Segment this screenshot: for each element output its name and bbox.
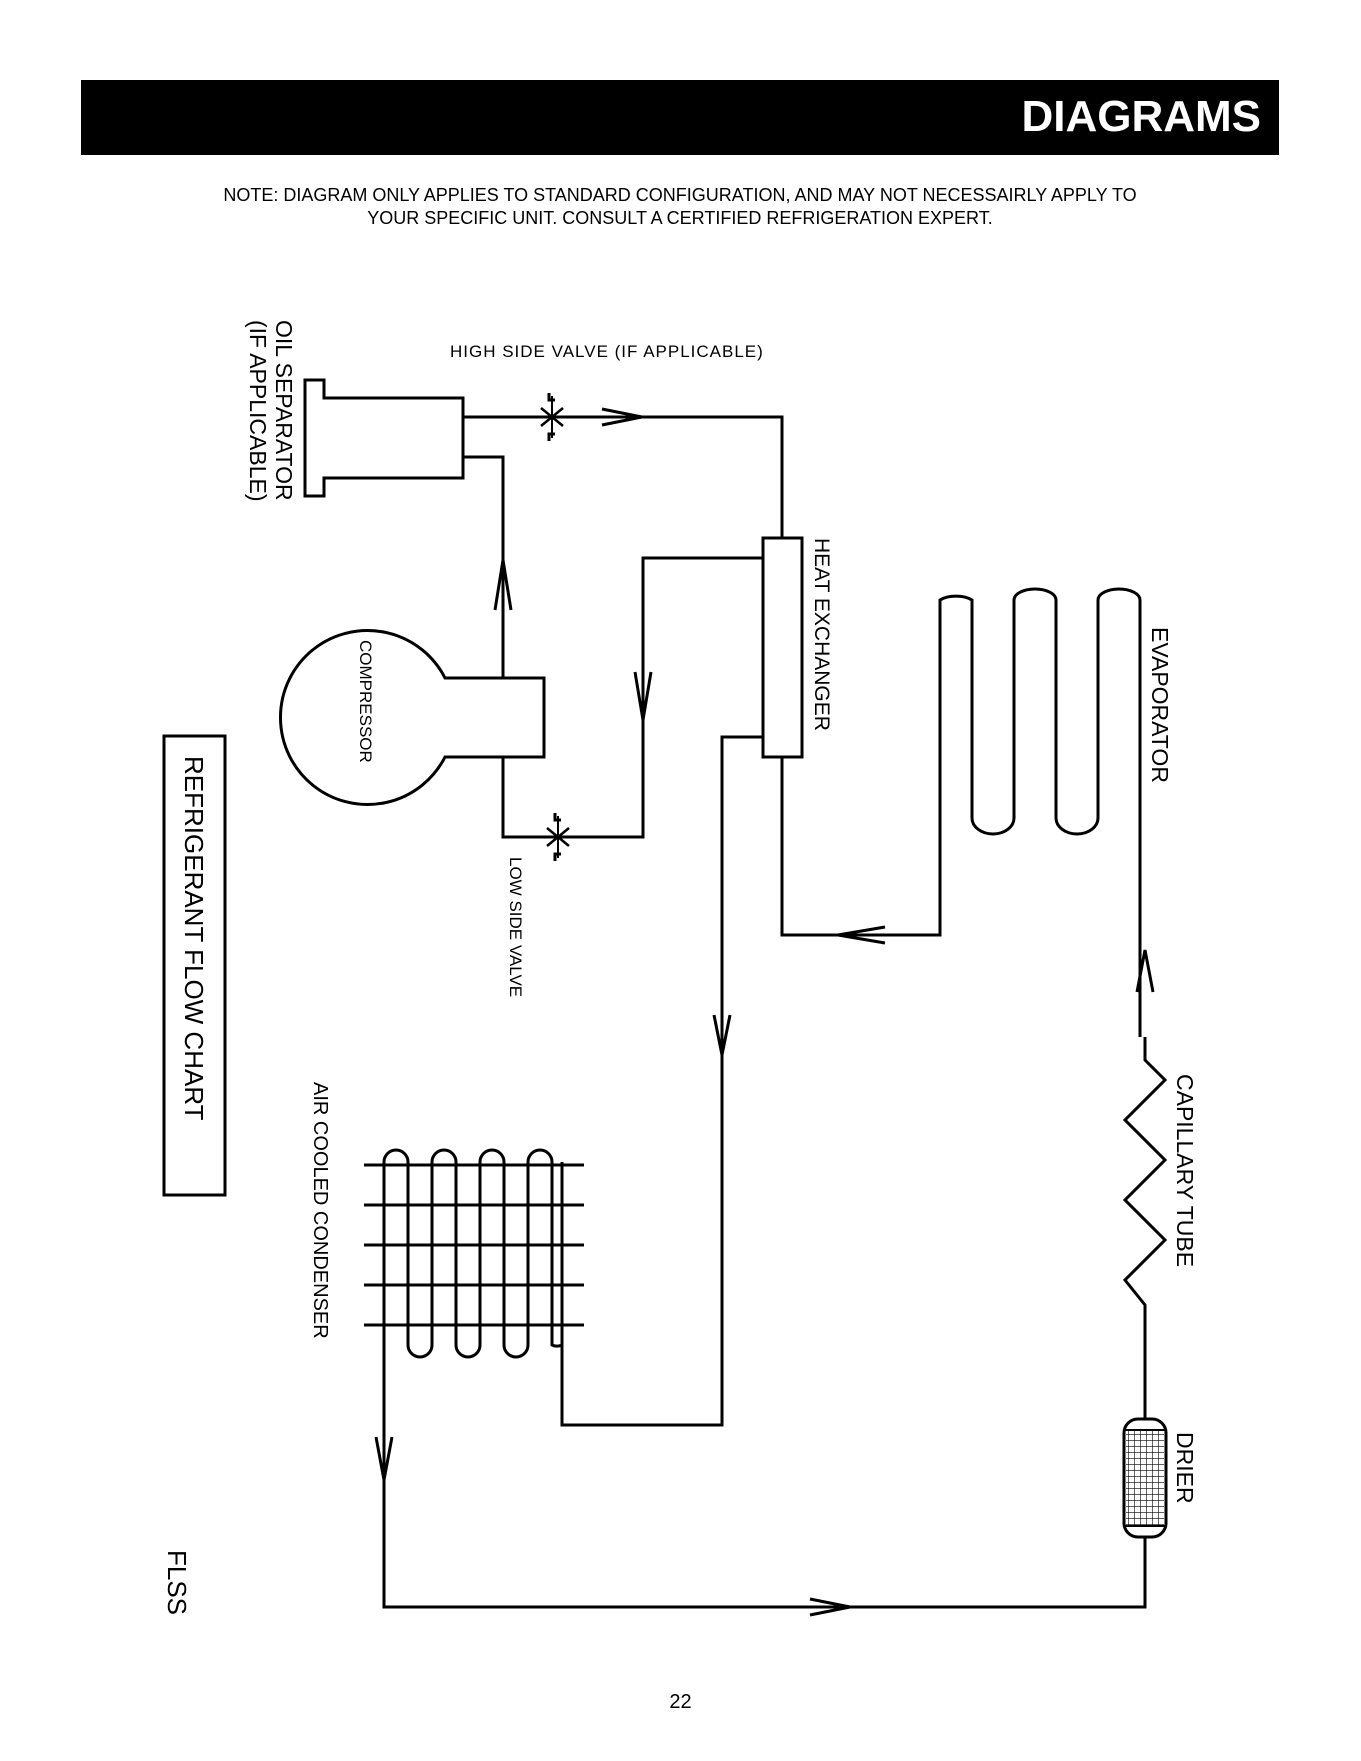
note-line-2: YOUR SPECIFIC UNIT. CONSULT A CERTIFIED … (367, 208, 993, 228)
arrow-capillary (1135, 949, 1155, 993)
model-code: FLSS (162, 1550, 192, 1615)
high-side-valve-label: HIGH SIDE VALVE (IF APPLICABLE) (450, 342, 764, 361)
arrow-discharge (493, 559, 513, 611)
heat-exchanger-label: HEAT EXCHANGER (810, 538, 833, 731)
suction-line (501, 556, 763, 839)
low-side-valve (546, 813, 570, 861)
disclaimer-note: NOTE: DIAGRAM ONLY APPLIES TO STANDARD C… (81, 184, 1279, 230)
low-side-valve-label: LOW SIDE VALVE (506, 857, 525, 997)
oil-separator-qualifier: (IF APPLICABLE) (245, 320, 271, 502)
page-title: DIAGRAMS (1021, 92, 1261, 141)
evaporator-label: EVAPORATOR (1147, 627, 1173, 783)
liquid-line (382, 1407, 1147, 1609)
arrow-high-side (601, 407, 643, 427)
note-line-1: NOTE: DIAGRAM ONLY APPLIES TO STANDARD C… (223, 185, 1137, 205)
compressor-label: COMPRESSOR (356, 640, 375, 763)
evaporator-coil (780, 587, 1142, 1037)
oil-separator-label: OIL SEPARATOR (271, 320, 297, 501)
header-bar: DIAGRAMS (81, 80, 1279, 155)
arrow-condenser-down (374, 1436, 394, 1481)
condenser-fins (364, 1163, 584, 1327)
page-number: 22 (669, 1691, 692, 1713)
heat-exchanger (761, 536, 804, 759)
flow-chart-title-box (162, 734, 227, 1197)
capillary-tube (1122, 1037, 1168, 1419)
arrow-liquid-line (809, 1597, 851, 1617)
high-side-valve (540, 393, 564, 441)
drier-label: DRIER (1172, 1432, 1198, 1504)
drier (1122, 1417, 1168, 1539)
compressor-discharge-line (463, 455, 505, 678)
flow-chart-title: REFRIGERANT FLOW CHART (179, 756, 209, 1121)
arrow-to-condenser (712, 1014, 732, 1056)
air-cooled-condenser (382, 1148, 563, 1407)
air-cooled-condenser-label: AIR COOLED CONDENSER (309, 1082, 331, 1339)
high-side-line (463, 415, 784, 538)
arrow-evaporator-return (837, 925, 886, 945)
capillary-tube-label: CAPILLARY TUBE (1172, 1074, 1198, 1267)
arrow-suction (633, 671, 653, 721)
compressor (278, 629, 546, 806)
condenser-inlet-line (560, 735, 763, 1427)
oil-separator (303, 378, 465, 498)
